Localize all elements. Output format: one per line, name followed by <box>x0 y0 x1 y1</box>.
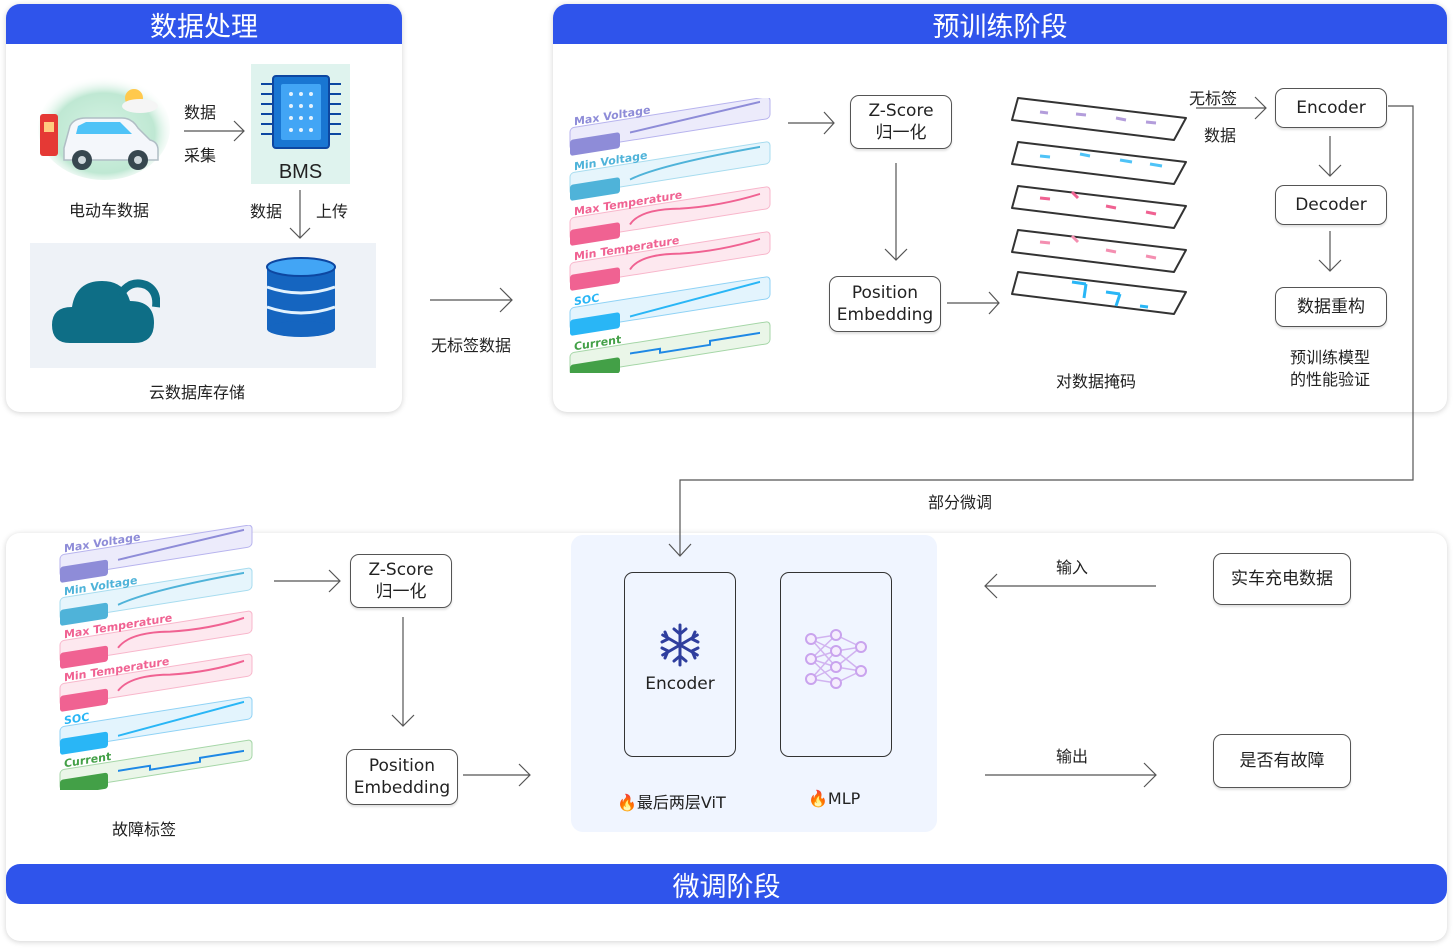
ft-strip-label-soc: SOC <box>64 710 89 727</box>
finetune-zscore-box: Z-Score 归一化 <box>350 554 452 608</box>
finetune-mlp-card <box>780 572 892 757</box>
cloud-icon <box>52 279 160 343</box>
masked-layers-icon <box>1011 97 1187 315</box>
is-fault-box: 是否有故障 <box>1213 734 1351 788</box>
ev-car-icon <box>38 76 170 180</box>
mlp-label-group: 🔥MLP <box>808 789 860 808</box>
real-data-box: 实车充电数据 <box>1213 553 1351 605</box>
mask-label: 对数据掩码 <box>1056 372 1137 391</box>
finetune-sensor-strips: Max Voltage Min Voltage Max Temperature … <box>59 525 253 790</box>
finetune-encoder-label: Encoder <box>645 674 715 694</box>
flame-icon: 🔥 <box>617 793 637 812</box>
partial-finetune-label: 部分微调 <box>928 493 993 512</box>
pretrain-zscore-line1: Z-Score <box>868 101 934 121</box>
neural-net-icon <box>805 629 867 689</box>
cloud-storage-area <box>30 243 376 368</box>
finetune-encoder-card: Encoder <box>624 572 736 757</box>
snowflake-icon <box>660 623 700 667</box>
mlp-label: MLP <box>827 789 861 808</box>
bms-chip-icon: BMS <box>251 64 350 184</box>
pretrain-posemb-box: Position Embedding <box>829 276 941 332</box>
finetune-title: 微调阶段 <box>6 864 1447 904</box>
pretrain-zscore-box: Z-Score 归一化 <box>850 95 952 149</box>
pretrain-validate-line2: 的性能验证 <box>1289 370 1370 389</box>
real-data-label: 实车充电数据 <box>1231 569 1333 589</box>
is-fault-label: 是否有故障 <box>1239 751 1325 771</box>
strip-label-soc: SOC <box>574 291 599 308</box>
finetune-zscore-line2: 归一化 <box>375 582 427 602</box>
ft-strip-soc: SOC <box>59 696 253 755</box>
pretrain-zscore-line2: 归一化 <box>875 123 927 143</box>
output-label: 输出 <box>1056 747 1089 766</box>
database-icon <box>266 257 336 337</box>
pretrain-sensor-strips: Max Voltage Min Voltage Max Temperature … <box>569 98 771 373</box>
finetune-posemb-line2: Embedding <box>353 778 451 798</box>
ev-data-label: 电动车数据 <box>69 201 150 220</box>
finetune-zscore-line1: Z-Score <box>368 560 434 580</box>
input-label: 输入 <box>1056 558 1089 577</box>
unlabeled-data-label: 无标签数据 <box>431 336 512 355</box>
pretrain-unlabeled-line2: 数据 <box>1204 126 1237 145</box>
pretrain-unlabeled-line1: 无标签 <box>1189 89 1238 108</box>
upload-label-2: 上传 <box>316 202 349 221</box>
pretrain-posemb-line1: Position <box>851 283 919 303</box>
pretrain-encoder-box: Encoder <box>1275 88 1387 128</box>
finetune-posemb-box: Position Embedding <box>346 749 458 805</box>
finetune-posemb-line1: Position <box>368 756 436 776</box>
last-layers-label: 最后两层ViT <box>636 793 726 812</box>
ft-strip-current: Current <box>59 739 253 790</box>
upload-label-1: 数据 <box>250 202 283 221</box>
pretrain-validate-label: 预训练模型 的性能验证 <box>1280 347 1380 391</box>
pretrain-decoder-box: Decoder <box>1275 185 1387 225</box>
pretrain-decoder-label: Decoder <box>1295 195 1367 215</box>
flame-icon: 🔥 <box>808 789 828 808</box>
last-layers-label-group: 🔥最后两层ViT <box>617 789 726 813</box>
fault-label: 故障标签 <box>112 820 177 839</box>
pretrain-encoder-label: Encoder <box>1296 98 1366 118</box>
pretrain-validate-line1: 预训练模型 <box>1289 348 1370 367</box>
pretrain-title: 预训练阶段 <box>553 4 1447 44</box>
bms-label: BMS <box>278 161 323 183</box>
pretrain-reconstruct-box: 数据重构 <box>1275 287 1387 327</box>
pretrain-reconstruct-label: 数据重构 <box>1297 297 1365 317</box>
pretrain-posemb-line2: Embedding <box>836 305 934 325</box>
data-processing-title: 数据处理 <box>6 4 402 44</box>
collect-label-1: 数据 <box>184 103 217 122</box>
cloud-storage-label: 云数据库存储 <box>149 383 246 402</box>
collect-label-2: 采集 <box>184 146 217 165</box>
